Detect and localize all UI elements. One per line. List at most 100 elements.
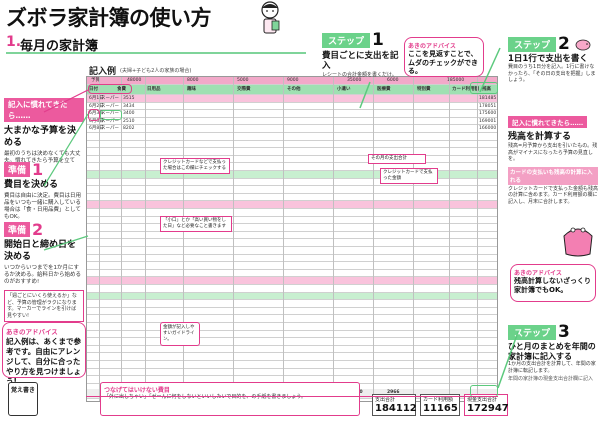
header-cell: 食費 bbox=[117, 87, 126, 92]
ledger-row bbox=[87, 141, 497, 149]
left-prep2: 準備 2 開始日と締め日を決める いつからいつまでを1か月にするか決める。給料日… bbox=[4, 220, 84, 322]
ledger-cell-amount: 3515 bbox=[123, 96, 135, 101]
prep2-tag: 準備 bbox=[4, 222, 31, 237]
ledger-cell-shop: スーパー bbox=[101, 126, 119, 132]
ledger-row bbox=[87, 270, 497, 278]
ledger-row bbox=[87, 239, 497, 247]
ledger-cell-date: 6月2日 bbox=[89, 103, 104, 109]
prep1-body: 費目は自由に決定。費目は日用品をいつも一緒に購入している場合は「食・日用品費」と… bbox=[4, 193, 82, 220]
card-tag: カードの支払いも残高の計算に入れる bbox=[508, 166, 598, 185]
budget-cell: 6000 bbox=[387, 78, 399, 83]
ledger-cell-balance: 178051 bbox=[479, 103, 497, 109]
person-illustration-icon bbox=[261, 1, 280, 34]
column-divider bbox=[233, 77, 234, 401]
ledger-cell-date: 6月8日 bbox=[89, 126, 104, 132]
header-cell: 交際費 bbox=[237, 87, 251, 92]
top-advice-tag: あきのアドバイス bbox=[408, 43, 456, 50]
date-highlight bbox=[88, 109, 100, 121]
ledger-row bbox=[87, 133, 497, 141]
piggy-bank-icon bbox=[575, 39, 591, 51]
page-title: ズボラ家計簿の使い方 bbox=[6, 6, 212, 30]
column-divider bbox=[145, 77, 146, 401]
column-divider bbox=[373, 77, 374, 401]
shop-highlight bbox=[100, 110, 122, 120]
column-divider bbox=[477, 77, 478, 401]
step2-number: 2 bbox=[558, 34, 570, 54]
ledger-row bbox=[87, 285, 497, 293]
top-advice-box: あきのアドバイス ここを見返すことで、ムダのチェックができる。 bbox=[404, 37, 484, 77]
calc-heading: 残高を計算する bbox=[508, 132, 572, 142]
budget-cell: 48000 bbox=[127, 78, 142, 83]
card-total-value: 11165 bbox=[423, 403, 458, 414]
column-divider bbox=[183, 77, 184, 401]
ledger-row bbox=[87, 369, 497, 377]
right-advice-tag: あきのアドバイス bbox=[514, 270, 562, 277]
header-cell: 趣味 bbox=[187, 87, 196, 92]
expense-total-value: 184112 bbox=[375, 403, 417, 414]
cash-total-box: 現金支出合計 172947 bbox=[464, 394, 509, 416]
step2-block: ステップ 2 1日1行で支出を書く 費目のうち1日分を記入。1行に書けなかったら… bbox=[508, 34, 598, 84]
budget-cell: 185000 bbox=[447, 78, 465, 83]
step1-body: レシートの合計金額を書くだけ。 bbox=[322, 72, 397, 78]
budget-cell: 5000 bbox=[237, 78, 249, 83]
header-cell: 残高 bbox=[482, 87, 491, 92]
ledger-caption-note: (夫婦+子ども2人の家族の場合) bbox=[120, 68, 192, 74]
step3-tag: ステップ bbox=[508, 324, 557, 340]
ledger-row bbox=[87, 171, 497, 179]
card-body: クレジットカードで支払った金額も残高の計算に含めます。カード利用額の欄に記入し、… bbox=[508, 185, 599, 205]
monthly-total-callout: その月の支出合計 bbox=[368, 154, 426, 164]
ledger-row bbox=[87, 353, 497, 361]
ledger-row bbox=[87, 217, 497, 225]
ledger-cell-balance: 169001 bbox=[479, 118, 497, 124]
ledger-row bbox=[87, 277, 497, 285]
ledger-row bbox=[87, 292, 497, 301]
header-cell: 医療費 bbox=[377, 87, 391, 92]
step3-footnote: 年間の家計簿の現金支出合計欄に記入 bbox=[508, 376, 594, 382]
prep1-number: 1 bbox=[32, 160, 44, 179]
column-divider bbox=[413, 77, 414, 401]
step2-heading: 1日1行で支出を書く bbox=[508, 54, 588, 64]
left-prep1: 準備 1 費目を決める 費目は自由に決定。費目は日用品をいつも一緒に購入している… bbox=[4, 160, 84, 221]
bottom-note-tag: つなげてはいけない費目 bbox=[104, 387, 170, 394]
prep1-tag: 準備 bbox=[4, 162, 31, 177]
ledger-row bbox=[87, 232, 497, 240]
ledger-row bbox=[87, 247, 497, 255]
step3-number: 3 bbox=[558, 322, 570, 342]
ledger-row bbox=[87, 255, 497, 263]
header-cell: その他 bbox=[287, 87, 301, 92]
prep2-heading: 開始日と締め日を決める bbox=[4, 240, 77, 262]
budget-cell: 予算 bbox=[91, 78, 100, 83]
bottom-note-body: 「外に出しちゃい」「ゼーんに何をしないといいしたいで目的を、の手紙を書きましょう… bbox=[104, 394, 307, 400]
budget-cell: 9000 bbox=[287, 78, 299, 83]
budget-highlight bbox=[88, 84, 132, 94]
ledger-row bbox=[87, 148, 497, 156]
header-cell: 特別費 bbox=[417, 87, 431, 92]
section-underline bbox=[6, 52, 306, 54]
credit-callout: クレジットカードなどで支払った場合はこの欄にチェックする bbox=[160, 158, 230, 174]
prep2-note: 「週ごとにいくら使えるか」など、予算の管理がラクになります。マーカーでラインを引… bbox=[4, 290, 84, 322]
ledger-row bbox=[87, 315, 497, 323]
totals-cell: 2966 bbox=[387, 390, 400, 395]
budget-cell: 35000 bbox=[347, 78, 362, 83]
ledger-cell-amount: 8202 bbox=[123, 126, 135, 132]
card-total-box: カード利用額 11165 bbox=[420, 394, 460, 416]
ledger-row bbox=[87, 338, 497, 346]
ledger-row bbox=[87, 194, 497, 202]
step1-heading: 費目ごとに支出を記入 bbox=[322, 51, 399, 71]
ledger-row bbox=[87, 346, 497, 354]
ledger-row bbox=[87, 224, 497, 232]
step2-tag: ステップ bbox=[508, 36, 557, 52]
header-row: 日付食費日用品趣味交際費その他小遣い医療費特別費カード利用額残高 bbox=[87, 85, 497, 95]
cash-total-value: 172947 bbox=[467, 403, 509, 414]
advice-body: 記入例は、あくまで参考です。自由にアレンジして、自分に合ったやり方を見つけましょ… bbox=[6, 337, 81, 386]
ledger-cell-shop: スーパー bbox=[101, 96, 119, 101]
ledger-row bbox=[87, 323, 497, 331]
left-advice-box: あきのアドバイス 記入例は、あくまで参考です。自由にアレンジして、自分に合ったや… bbox=[2, 322, 86, 386]
ledger-cell-balance: 175600 bbox=[479, 111, 497, 117]
right-advice-body: 残高計算しないざっくり家計簿でもOK。 bbox=[514, 277, 591, 294]
